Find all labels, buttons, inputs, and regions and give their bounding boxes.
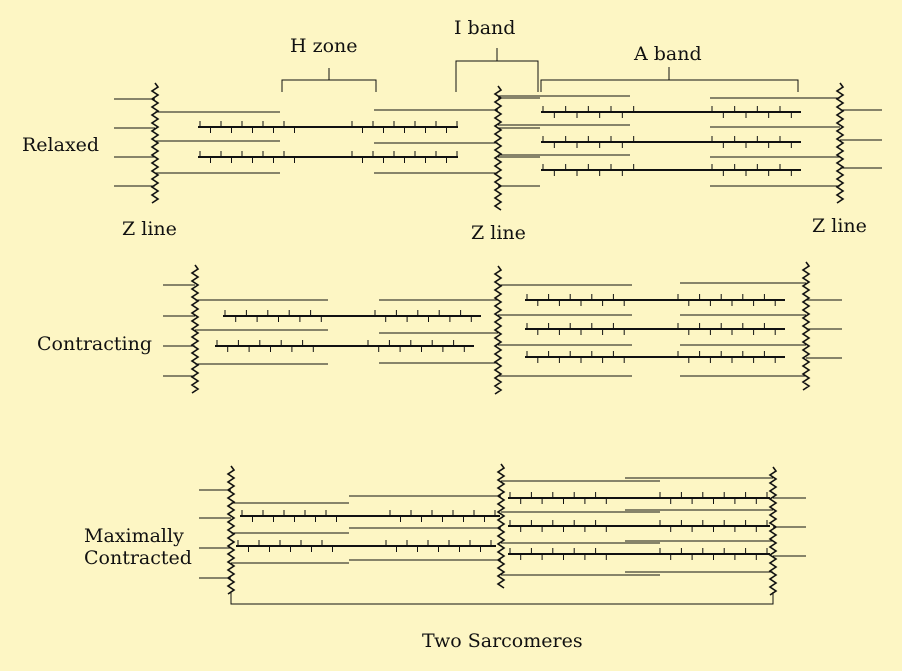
z-line xyxy=(226,465,236,595)
z-line-label-1: Z line xyxy=(122,218,177,240)
maximally-label: Maximally xyxy=(84,525,184,547)
a-band-label: A band xyxy=(634,43,702,65)
z-line-label-3: Z line xyxy=(812,215,867,237)
a-band-bracket xyxy=(540,79,799,92)
two-sarcomeres-bracket xyxy=(230,592,774,605)
z-line-label-2: Z line xyxy=(471,222,526,244)
z-line xyxy=(768,466,778,596)
i-band-bracket xyxy=(455,60,539,92)
h-zone-bracket xyxy=(281,79,377,92)
z-line xyxy=(496,463,506,589)
z-line xyxy=(190,264,200,394)
z-line xyxy=(801,261,811,391)
contracting-label: Contracting xyxy=(37,333,153,355)
relaxed-label: Relaxed xyxy=(22,134,100,156)
z-line xyxy=(150,82,160,204)
z-line xyxy=(493,265,503,395)
two-sarcomeres-caption: Two Sarcomeres xyxy=(422,630,583,652)
contracted-label: Contracted xyxy=(84,547,192,569)
z-line xyxy=(835,82,845,204)
i-band-label: I band xyxy=(454,17,516,39)
h-zone-label: H zone xyxy=(290,35,358,57)
z-line xyxy=(493,85,503,211)
